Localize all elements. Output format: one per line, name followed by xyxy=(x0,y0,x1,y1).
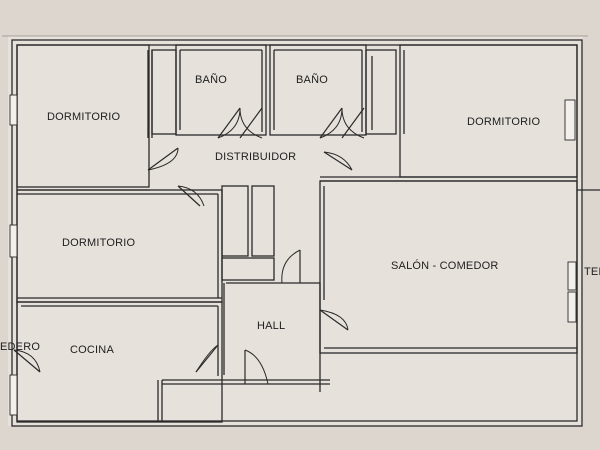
room-bathroom-1 xyxy=(151,44,267,136)
door-swings xyxy=(13,107,365,385)
window-marks xyxy=(9,94,600,416)
label-living-dining: SALÓN - COMEDOR xyxy=(391,260,499,272)
label-bedroom-top-left: DORMITORIO xyxy=(47,111,121,123)
room-bathroom-2 xyxy=(269,44,397,136)
label-drying-area: EDERO xyxy=(0,341,41,353)
label-distributor: DISTRIBUIDOR xyxy=(215,151,297,163)
room-kitchen xyxy=(16,301,223,423)
label-terrace: TER xyxy=(584,266,600,278)
label-bathroom-1: BAÑO xyxy=(195,74,227,86)
label-hall: HALL xyxy=(257,320,286,332)
room-living-dining xyxy=(319,180,578,354)
room-hall xyxy=(162,185,330,392)
label-bathroom-2: BAÑO xyxy=(296,74,328,86)
label-kitchen: COCINA xyxy=(70,344,114,356)
label-bedroom-middle-left: DORMITORIO xyxy=(62,237,136,249)
label-bedroom-top-right: DORMITORIO xyxy=(467,116,541,128)
